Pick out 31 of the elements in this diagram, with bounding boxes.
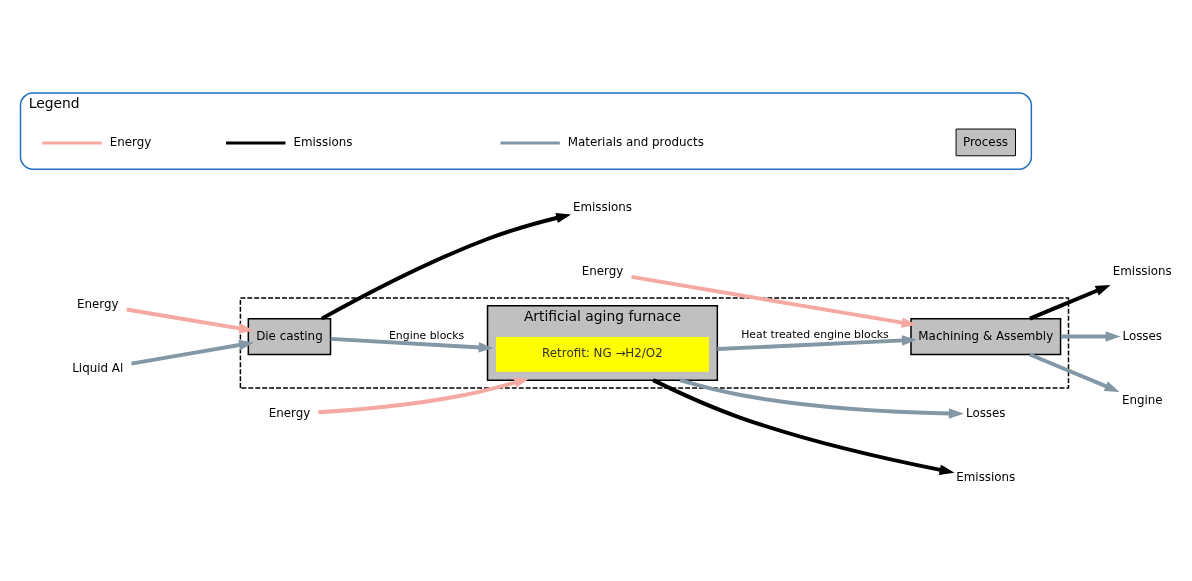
edge-label: Engine blocks bbox=[388, 329, 465, 343]
node-box: Die casting bbox=[247, 318, 332, 356]
edge-label: Heat treated engine blocks bbox=[741, 328, 889, 342]
arrow bbox=[679, 378, 964, 419]
node-text: Energy bbox=[268, 405, 311, 420]
node-box: Retrofit: NG →H2/O2 bbox=[494, 336, 710, 373]
legend-label: Materials and products bbox=[567, 134, 704, 149]
arrow bbox=[1029, 352, 1120, 392]
legend-label: Energy bbox=[109, 134, 152, 149]
arrow bbox=[1060, 331, 1121, 342]
arrow bbox=[131, 339, 254, 366]
node-text: Emissions bbox=[572, 199, 632, 214]
legend-label: Process bbox=[963, 134, 1009, 149]
arrow bbox=[631, 274, 917, 328]
node-text: Losses bbox=[1122, 328, 1163, 343]
arrow bbox=[652, 378, 955, 475]
node-text: Emissions bbox=[956, 470, 1016, 485]
arrow bbox=[318, 377, 530, 415]
legend-label: Emissions bbox=[293, 134, 353, 149]
arrow bbox=[126, 307, 254, 334]
arrow bbox=[320, 212, 572, 321]
arrow bbox=[1029, 285, 1111, 321]
node-text: Liquid Al bbox=[72, 361, 124, 376]
node-text: Emissions bbox=[1112, 264, 1172, 279]
node-text: Energy bbox=[76, 296, 119, 311]
node-text: Losses bbox=[966, 405, 1006, 420]
arrow bbox=[717, 335, 917, 352]
node-text: Energy bbox=[581, 264, 624, 279]
node-text: Engine bbox=[1121, 393, 1163, 408]
arrow bbox=[330, 336, 494, 353]
node-box: Machining & Assembly bbox=[910, 318, 1062, 356]
